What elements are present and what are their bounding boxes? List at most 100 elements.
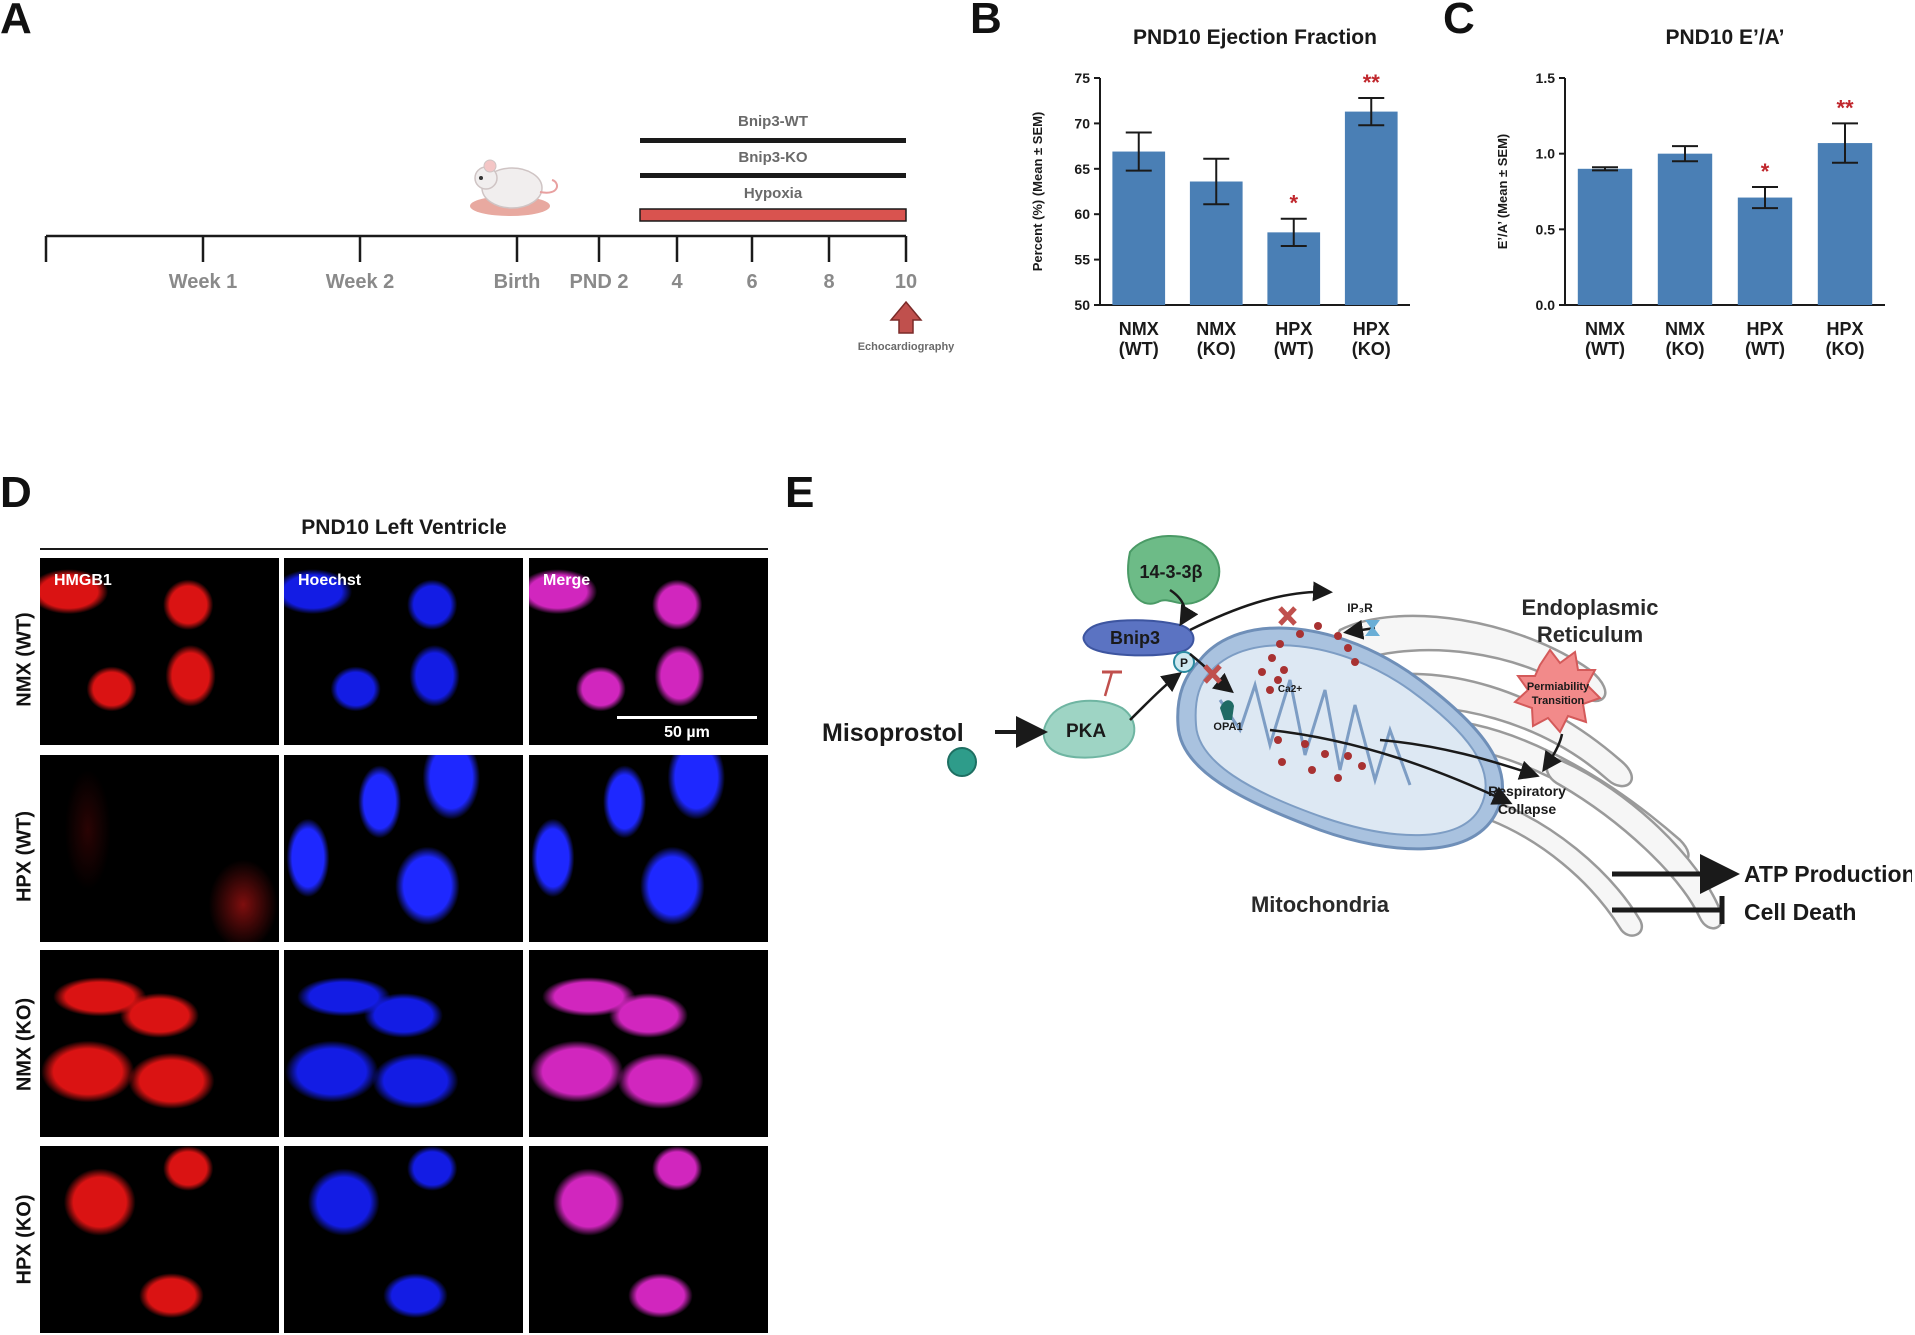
tick-birth: Birth [494,271,541,293]
micrograph-hoechst-nmx-wt: Hoechst [284,558,523,745]
opa1-label: OPA1 [1213,721,1242,733]
mouse-icon [470,159,558,216]
ea-bar [1577,168,1633,305]
protein-1433-label: 14-3-3β [1139,562,1202,582]
panel-label-d: D [0,468,32,517]
cell-death-label: Cell Death [1744,899,1856,925]
row-label-hpx-ko: HPX (KO) [13,1194,36,1285]
ea-category-label: HPX [1826,319,1863,339]
micrograph-hoechst-hpx-wt [284,755,523,942]
ef-category-label: NMX [1196,319,1236,339]
micrograph-hmgb1-nmx-wt: HMGB1 [40,558,279,745]
ef-title: PND10 Ejection Fraction [1133,26,1377,49]
bar-label-hypoxia: Hypoxia [744,185,803,202]
bnip3-label: Bnip3 [1110,628,1160,648]
micrograph-merge-hpx-wt [529,755,768,942]
channel-label-merge: Merge [543,572,591,589]
ef-ytick-label: 75 [1074,70,1090,86]
permeability-transition-burst [1513,648,1602,734]
micro-title-rule [40,548,768,550]
ef-category-label: (WT) [1274,339,1314,359]
micro-title: PND10 Left Ventricle [301,516,507,539]
calcium-label: Ca2+ [1278,684,1302,695]
ef-category-label: (KO) [1197,339,1236,359]
er-label-line2: Reticulum [1537,622,1643,647]
er-label-line1: Endoplasmic [1522,595,1659,620]
calcium-dots [1258,622,1366,782]
phospho-label: P [1180,656,1188,670]
ea-category-label: (WT) [1585,339,1625,359]
ea-bar [1657,153,1713,305]
row-label-nmx-ko: NMX (KO) [13,997,36,1092]
ef-bar [1344,111,1398,305]
ea-category-label: HPX [1746,319,1783,339]
panel-label-e: E [785,468,815,517]
ea-category-label: NMX [1665,319,1705,339]
micrograph-hoechst-hpx-ko [284,1146,523,1333]
tick-pnd2: PND 2 [570,271,629,293]
tick-8: 8 [823,271,834,293]
tick-10: 10 [895,271,917,293]
ef-bar [1112,151,1166,305]
echo-label: Echocardiography [858,341,955,353]
opa1-icon [1220,700,1234,720]
micrograph-merge-nmx-ko [529,950,768,1137]
ptp-label-line2: Transition [1532,695,1585,707]
mitochondria-shape [1176,626,1505,851]
tick-6: 6 [746,271,757,293]
phospho-icon [1173,651,1195,673]
ef-category-label: HPX [1275,319,1312,339]
tick-4: 4 [671,271,683,293]
ea-ytick-label: 1.0 [1536,146,1556,162]
pathway-diagram: Misoprostol PKA Bnip3 P 14-3-3β IP₃R Ca2… [822,535,1912,937]
atp-label: ATP Production [1744,861,1912,887]
panel-label-c: C [1443,0,1475,43]
ef-ytick-label: 55 [1074,252,1090,268]
ea-category-label: (KO) [1826,339,1865,359]
ea-ratio-chart: PND10 E’/A’E’/A’ (Mean ± SEM)0.00.51.01.… [1495,26,1885,359]
mitochondria-label: Mitochondria [1251,892,1390,917]
ef-category-label: NMX [1119,319,1159,339]
ip3r-icon [1365,620,1380,636]
ip3r-label: IP₃R [1347,601,1373,615]
bar-label-ko: Bnip3-KO [738,149,807,166]
ea-ytick-label: 0.0 [1536,297,1556,313]
ef-significance: ** [1363,70,1381,95]
scale-bar-label: 50 µm [664,724,710,741]
ptp-label-line1: Permiability [1527,681,1590,693]
ea-ylabel: E’/A’ (Mean ± SEM) [1495,134,1510,250]
micrograph-merge-hpx-ko [529,1146,768,1333]
panel-label-b: B [970,0,1002,43]
ea-title: PND10 E’/A’ [1665,26,1784,49]
ea-significance: ** [1836,95,1854,120]
channel-label-hmgb1: HMGB1 [54,572,112,589]
ef-ytick-label: 70 [1074,115,1090,131]
ea-bar [1737,197,1793,305]
protein-1433-shape [1127,535,1221,605]
channel-label-hoechst: Hoechst [298,572,362,589]
timeline-figure: Bnip3-WT Bnip3-KO Hypoxia Week 1 Week 2 … [44,113,955,353]
ef-ytick-label: 60 [1074,206,1090,222]
ef-significance: * [1289,191,1298,216]
ef-ytick-label: 65 [1074,161,1090,177]
micrograph-hmgb1-hpx-ko [40,1146,279,1333]
panel-label-a: A [0,0,32,43]
ef-category-label: (WT) [1119,339,1159,359]
row-label-nmx-wt: NMX (WT) [13,612,36,707]
respiratory-label-line2: Collapse [1498,801,1557,817]
pka-label: PKA [1066,721,1106,742]
up-arrow-icon [889,300,923,334]
ef-ylabel: Percent (%) (Mean ± SEM) [1030,112,1045,272]
ef-category-label: HPX [1353,319,1390,339]
tick-week2: Week 2 [326,271,395,293]
ea-bar [1817,143,1873,305]
ef-ytick-label: 50 [1074,297,1090,313]
misoprostol-icon [947,747,977,777]
micrograph-hmgb1-hpx-wt [40,755,279,942]
bar-label-wt: Bnip3-WT [738,113,808,130]
ea-ytick-label: 1.5 [1536,70,1556,86]
tick-week1: Week 1 [169,271,238,293]
micrograph-merge-nmx-wt: Merge 50 µm [529,558,768,745]
scale-bar [617,716,757,719]
